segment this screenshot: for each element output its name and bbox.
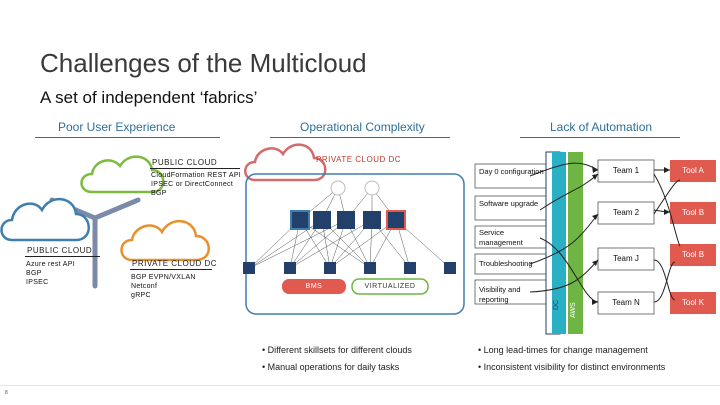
bullet-item: • Manual operations for daily tasks (262, 362, 400, 372)
team-j-label: Team J (613, 254, 639, 263)
team-1-label: Team 1 (612, 166, 640, 175)
step-boxes (474, 163, 551, 305)
public-cloud-top-line-1: CloudFormation REST API (151, 172, 242, 179)
bullet-text: Different skillsets for different clouds (267, 345, 412, 355)
private-cloud-top-label: PRIVATE CLOUD DC (316, 155, 402, 164)
tool-b2-label: Tool B (681, 250, 705, 259)
orange-cloud-shape (120, 220, 210, 262)
private-cloud-bottom-label: PRIVATE CLOUD DC (132, 259, 218, 268)
bullet-text: Manual operations for daily tasks (267, 362, 400, 372)
column-underline (35, 137, 220, 138)
public-cloud-left-line-3: IPSEC (26, 279, 49, 286)
label-underline (130, 269, 212, 270)
public-cloud-top-line-3: BGP (151, 190, 167, 197)
private-cloud-container (245, 173, 465, 315)
blue-cloud-shape (0, 198, 90, 242)
tool-k-label: Tool K (681, 298, 705, 307)
green-bar-shape (568, 152, 583, 334)
team-boxes (597, 159, 655, 315)
bullet-item: • Different skillsets for different clou… (262, 345, 412, 355)
step-day0-configuration: Day 0 configuration (479, 167, 544, 176)
spine-switches (330, 180, 380, 196)
team-2-label: Team 2 (612, 208, 640, 217)
leaf-switches (290, 210, 406, 230)
bullet-text: Inconsistent visibility for distinct env… (483, 362, 666, 372)
bullet-text: Long lead-times for change management (483, 345, 648, 355)
public-cloud-left-line-2: BGP (26, 270, 42, 277)
aws-bar-label: AWS (570, 302, 577, 318)
bms-pill-shape (282, 279, 346, 294)
label-underline (150, 168, 240, 169)
step-visibility-reporting: Visibility and reporting (479, 285, 521, 304)
column-underline (270, 137, 450, 138)
virtualized-label: VIRTUALIZED (364, 283, 416, 290)
tool-boxes (670, 160, 716, 314)
access-switches (243, 262, 456, 274)
step-software-upgrade: Software upgrade (479, 199, 539, 208)
private-cloud-shape (244, 143, 327, 182)
step-service-management: Service management (479, 228, 523, 247)
slide-subtitle: A set of independent ‘fabrics’ (40, 88, 258, 107)
slide-title: Challenges of the Multicloud (40, 48, 367, 78)
tool-a-label: Tool A (682, 166, 704, 175)
bullet-item: • Long lead-times for change management (478, 345, 648, 355)
label-underline (25, 256, 100, 257)
column-header-user-experience: Poor User Experience (58, 120, 176, 134)
bullet-item: • Inconsistent visibility for distinct e… (478, 362, 666, 372)
bms-label: BMS (305, 283, 323, 290)
team-n-label: Team N (612, 298, 640, 307)
private-cloud-bottom-line-1: BGP EVPN/VXLAN (131, 274, 196, 281)
public-cloud-top-line-2: IPSEC or DirectConnect (151, 181, 234, 188)
private-cloud-bottom-line-2: Netconf (131, 283, 158, 290)
private-cloud-bottom-line-3: gRPC (131, 292, 151, 299)
green-cloud-shape (80, 155, 165, 194)
public-cloud-left-label: PUBLIC CLOUD (27, 246, 93, 255)
virtualized-pill-shape (351, 278, 429, 295)
column-header-lack-of-automation: Lack of Automation (550, 120, 653, 134)
automation-diagram (474, 151, 716, 335)
step-troubleshooting: Troubleshooting (479, 259, 533, 268)
public-cloud-left-line-1: Azure rest API (26, 261, 75, 268)
tool-b-label: Tool B (681, 208, 705, 217)
arrowheads (592, 166, 670, 305)
column-underline (520, 137, 680, 138)
multicloud-diagram (0, 143, 465, 315)
column-header-operational-complexity: Operational Complexity (300, 120, 425, 134)
public-cloud-top-label: PUBLIC CLOUD (152, 158, 218, 167)
page-number: 8 (5, 390, 8, 396)
footer-divider (0, 385, 720, 386)
dc-bar-label: DC (553, 299, 560, 310)
